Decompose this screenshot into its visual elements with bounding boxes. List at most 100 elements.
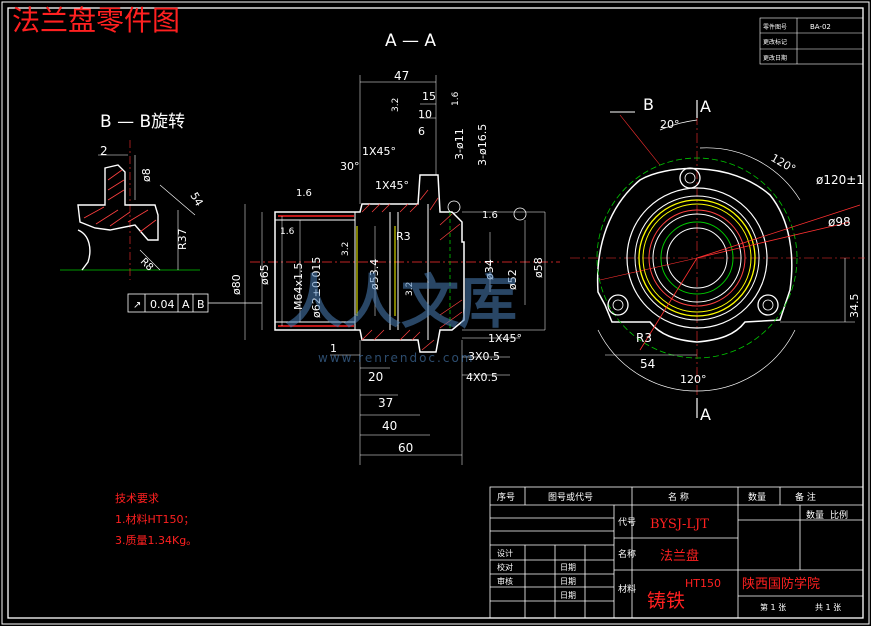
dim-37: 37: [378, 396, 393, 410]
datum-b-circle: [513, 207, 527, 221]
section-bb-label: B — B旋转: [100, 112, 185, 132]
dim-phi98: ø98: [828, 215, 851, 229]
drawing-title: 法兰盘零件图: [12, 4, 180, 37]
dim-16-top: 1.6: [451, 91, 461, 106]
tech-req-line1: 1.材料HT150；: [115, 512, 194, 526]
tb-sign4: 日期: [560, 563, 576, 572]
front-view: [570, 100, 865, 418]
dim-54-front: 54: [640, 357, 655, 371]
dim-1x45-a: 1X45°: [362, 145, 396, 158]
dim-3phi165: 3-ø16.5: [476, 124, 489, 166]
tb-qty: 数量: [806, 509, 824, 521]
tb-material: HT150: [685, 577, 721, 590]
dim-1x45-c: 1X45°: [488, 332, 522, 345]
dim-3x05: 3X0.5: [468, 350, 500, 363]
tb-corner-a: 第 1 张: [760, 602, 786, 612]
dim-phi534: ø53.4: [368, 259, 381, 290]
tb-sign5: 日期: [560, 577, 576, 586]
dim-1: 1: [330, 342, 337, 355]
dim-40: 40: [382, 419, 397, 433]
dim-345: 34.5: [848, 294, 861, 319]
top-right-block: [759, 17, 864, 65]
tb-name: 法兰盘: [660, 548, 699, 564]
dim-16-c: 1.6: [482, 210, 498, 221]
tb-h-seq: 序号: [497, 491, 515, 503]
dim-phi65: ø65: [258, 264, 271, 285]
arrow-b: B: [643, 95, 654, 114]
dim-phi8: ø8: [140, 168, 153, 182]
arrow-a-bottom: A: [700, 405, 711, 424]
dim-3phi11: 3-ø11: [453, 128, 466, 160]
tb-cast: 铸铁: [647, 590, 685, 612]
dim-phi52: ø52: [506, 269, 519, 290]
dim-16-d: 1.6: [280, 227, 295, 237]
dim-32-b: 3.2: [341, 242, 351, 256]
dim-phi58: ø58: [532, 257, 545, 278]
dim-16-b: 1.6: [296, 188, 312, 199]
dim-r3-front: R3: [636, 331, 652, 345]
dim-m64: M64x1.5: [292, 263, 305, 311]
tb-sign6: 日期: [560, 591, 576, 600]
tb-sign2: 校对: [497, 562, 513, 572]
section-aa-label: A — A: [385, 31, 436, 51]
tb-h-qty: 数量: [748, 491, 766, 503]
trb-r1v: BA-02: [810, 23, 831, 31]
dim-32-c: 3.2: [405, 282, 415, 296]
bb-section-view: [60, 140, 200, 280]
tb-code: BYSJ-LJT: [650, 517, 709, 532]
dim-15: 15: [422, 90, 436, 103]
dim-phi34: ø34: [483, 259, 496, 280]
tol-ref-b: B: [197, 298, 205, 311]
dim-phi80: ø80: [230, 274, 243, 295]
dim-r8: R8: [138, 256, 155, 273]
tol-symbol: ↗: [133, 300, 141, 311]
arrow-a-top: A: [700, 97, 711, 116]
watermark-url: www.renrendoc.com: [318, 351, 474, 365]
dim-10: 10: [418, 108, 432, 121]
dim-phi62: ø62±0.015: [310, 257, 323, 318]
dim-1x45-b: 1X45°: [375, 179, 409, 192]
tech-req-heading: 技术要求: [115, 492, 159, 505]
trb-r2: 更改标记: [763, 38, 787, 46]
tol-ref-a: A: [182, 298, 190, 311]
dim-r37: R37: [176, 228, 189, 250]
tb-corner-b: 共 1 张: [815, 603, 841, 612]
tb-h-code: 图号或代号: [548, 491, 593, 503]
dim-phi120: ø120±1: [816, 173, 864, 187]
tech-req-line2: 3.质量1.34Kg。: [115, 534, 197, 547]
trb-r1: 零件图号: [763, 23, 787, 31]
geometric-tolerance-frame: [127, 293, 262, 313]
dim-120-bottom: 120°: [680, 373, 707, 386]
tb-h-note: 备 注: [795, 491, 816, 503]
tb-school: 陕西国防学院: [742, 576, 820, 592]
dim-32-top: 3.2: [391, 98, 401, 112]
tb-l-code: 代号: [618, 517, 636, 528]
dim-120-top: 120°: [769, 151, 798, 176]
dim-20: 20: [368, 370, 383, 384]
tb-h-name: 名 称: [668, 491, 689, 503]
tb-sign3: 审核: [497, 576, 513, 586]
tb-l-material: 材料: [618, 583, 636, 595]
dim-54-bb: 54: [187, 190, 205, 209]
dim-47: 47: [394, 69, 409, 83]
datum-a-circle: [447, 200, 461, 214]
dim-r3-aa: R3: [396, 230, 411, 243]
watermark-logo: 人人文库: [285, 268, 517, 336]
dim-60: 60: [398, 441, 413, 455]
dim-2: 2: [100, 144, 108, 158]
dim-4x05: 4X0.5: [466, 371, 498, 384]
tb-l-name: 名称: [618, 548, 636, 560]
dim-6: 6: [418, 125, 425, 138]
tb-sign1: 设计: [497, 548, 513, 558]
aa-section-view: [244, 75, 560, 465]
dim-angle-30: 30°: [340, 160, 360, 173]
trb-r3: 更改日期: [763, 54, 787, 62]
inner-frame: [7, 7, 864, 619]
tol-value: 0.04: [150, 298, 175, 311]
title-block: [489, 486, 864, 619]
tb-scale: 比例: [830, 509, 848, 521]
dim-20deg: 20°: [660, 118, 680, 131]
